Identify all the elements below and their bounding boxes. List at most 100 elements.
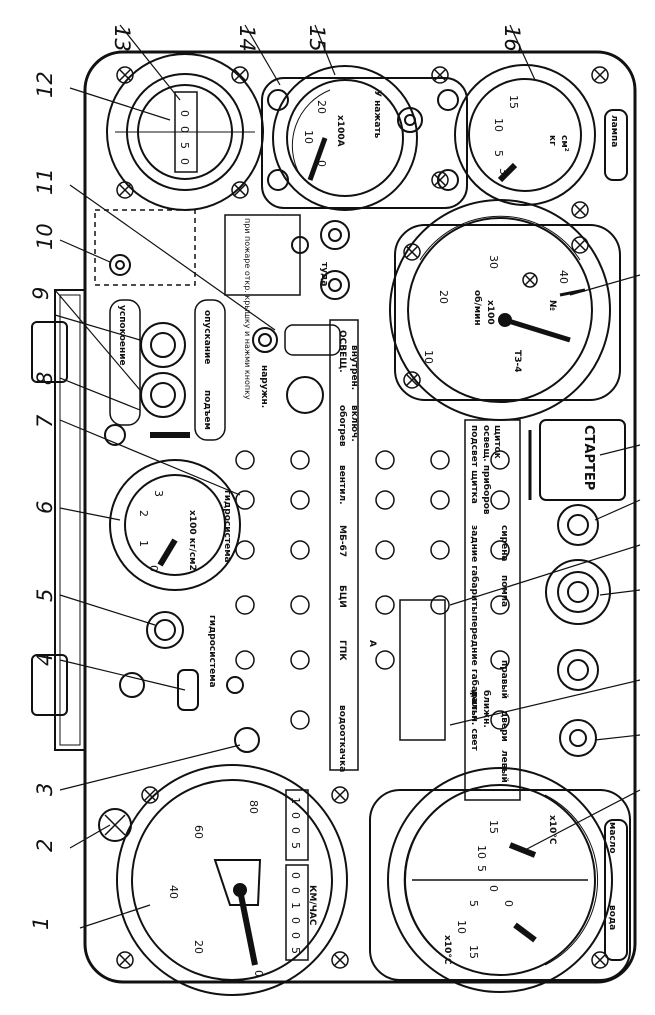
callout-9: 9	[29, 287, 53, 300]
speedo-tick-40: 40	[167, 885, 180, 899]
fire-instruction-plate	[224, 214, 301, 296]
callout-7: 7	[33, 414, 57, 428]
label-ventil: вентил.	[337, 465, 347, 505]
callout-14: 14	[235, 25, 259, 52]
callout-1: 1	[29, 917, 53, 930]
ammeter-tick-10: 10	[302, 130, 315, 144]
tachometer-mount	[394, 224, 621, 401]
ammeter-caption: У нажать	[372, 90, 382, 139]
odometer-digit-3: 1	[289, 902, 302, 909]
temperature-mount	[369, 789, 631, 981]
pressure-left-tick-0: 0	[147, 565, 160, 572]
counter-digit-2: 0	[178, 126, 191, 133]
label-lampa: лампа	[609, 115, 619, 147]
label-levy: левый	[499, 750, 509, 783]
callout-4: 4	[33, 653, 57, 666]
tacho-serial-prefix: №	[547, 300, 557, 311]
callout-15: 15	[305, 25, 329, 52]
temp-upper-tick-10: 10	[475, 845, 488, 859]
odometer-digit-6: 5	[289, 947, 302, 954]
callout-6: 6	[33, 501, 57, 514]
knob-3[interactable]	[234, 727, 260, 753]
temp-lower-tick-15: 15	[467, 945, 480, 959]
temperature-bezel	[387, 767, 613, 993]
odometer-digit-5: 0	[289, 932, 302, 939]
label-pravy: правый	[499, 660, 509, 699]
label-btsi: БЦИ	[337, 585, 347, 608]
speedometer-bezel	[116, 764, 348, 996]
right-knob-2[interactable]	[545, 559, 611, 625]
counter-digit-1: 0	[178, 110, 191, 117]
label-oblast-vozduh: вода	[607, 905, 617, 930]
tacho-unit: об/мин	[472, 290, 483, 326]
pressure-right-tick-15: 15	[507, 95, 520, 109]
pressure-right-face	[468, 78, 582, 192]
label-vodootkachka: водооткачка	[337, 705, 347, 772]
toggle-switch-grid[interactable]	[235, 450, 510, 730]
left-mount-bottom	[31, 654, 68, 716]
pressure-left-tick-3: 3	[152, 490, 165, 497]
pressure-right-tick-5: 5	[492, 150, 505, 157]
pressure-left-bezel	[109, 459, 241, 591]
temp-upper-tick-5: 5	[475, 865, 488, 872]
ammeter-tick-20: 20	[315, 100, 328, 114]
knob-9b[interactable]	[140, 372, 186, 418]
speedo-tick-60: 60	[192, 825, 205, 839]
pressure-left-unit: x100 кг/см2	[187, 510, 197, 571]
label-gidrosistema-2: гидросистема	[207, 615, 217, 688]
temp-upper-tick-0: 0	[487, 885, 500, 892]
label-osveshch-priborov: освещ. приборов	[481, 425, 492, 515]
strip-right	[464, 419, 521, 801]
odometer-window	[285, 864, 309, 961]
callout-16: 16	[500, 25, 524, 52]
temp-upper-unit: x10°C	[547, 815, 557, 845]
right-knob-1[interactable]	[557, 504, 599, 546]
label-gidrosistema: гидросистема	[222, 490, 232, 563]
knob-5[interactable]	[146, 611, 184, 649]
temp-upper-tick-15: 15	[487, 820, 500, 834]
tacho-model: ТЗ-4	[512, 350, 522, 373]
label-sirena: сирена	[499, 525, 509, 561]
label-mb67: МБ-67	[337, 525, 347, 557]
label-obogrev: обогрев	[337, 405, 348, 447]
knob-9a[interactable]	[140, 322, 186, 368]
odometer-digit-2: 0	[289, 887, 302, 894]
label-osvesh: ОСВЕЩ.	[337, 330, 347, 373]
fire-instruction-text: при пожаре откр. крышку и нажми кнопку	[243, 218, 252, 400]
left-bracket	[54, 289, 86, 751]
label-zadnie-gabarity: задние габариты	[469, 525, 480, 615]
left-bracket-inner	[59, 294, 81, 746]
tacho-multiplier: x100	[485, 300, 495, 325]
ammeter-bezel	[272, 65, 418, 211]
callout-2: 2	[33, 839, 57, 852]
callout-5: 5	[33, 589, 57, 602]
speedo-tick-20: 20	[192, 940, 205, 954]
label-uspokoenie: успокоение	[117, 305, 127, 366]
label-maslo: масло	[607, 822, 617, 854]
trip-digit-1: 1	[289, 797, 302, 804]
trip-window	[285, 789, 309, 861]
label-gpk: ГПК	[337, 640, 347, 661]
pressure-left-tick-1: 1	[137, 540, 150, 547]
dashed-box	[94, 209, 196, 286]
trip-digit-2: 0	[289, 812, 302, 819]
speedo-unit: КМ/ЧАС	[307, 885, 317, 926]
pressure-left-tick-2: 2	[137, 510, 150, 517]
label-dver: двери	[499, 710, 509, 742]
label-blizhny: ближн.	[481, 690, 492, 728]
trip-digit-3: 0	[289, 827, 302, 834]
temp-lower-tick-0: 0	[502, 900, 515, 907]
label-pompa: помпа	[499, 575, 509, 607]
pressure-right-bezel	[454, 64, 596, 206]
right-knob-4[interactable]	[559, 719, 597, 757]
right-knob-3[interactable]	[557, 649, 599, 691]
label-vnutren: внутрен.	[349, 345, 359, 390]
tachometer-bezel	[389, 199, 611, 421]
odometer-digit-1: 0	[289, 872, 302, 879]
tachometer-face	[407, 217, 593, 403]
label-opuskanie: опускание	[202, 310, 212, 364]
label-perednie-gabarity: передние габариты	[469, 615, 480, 718]
callout-13: 13	[110, 25, 134, 52]
temperature-face	[404, 784, 596, 976]
